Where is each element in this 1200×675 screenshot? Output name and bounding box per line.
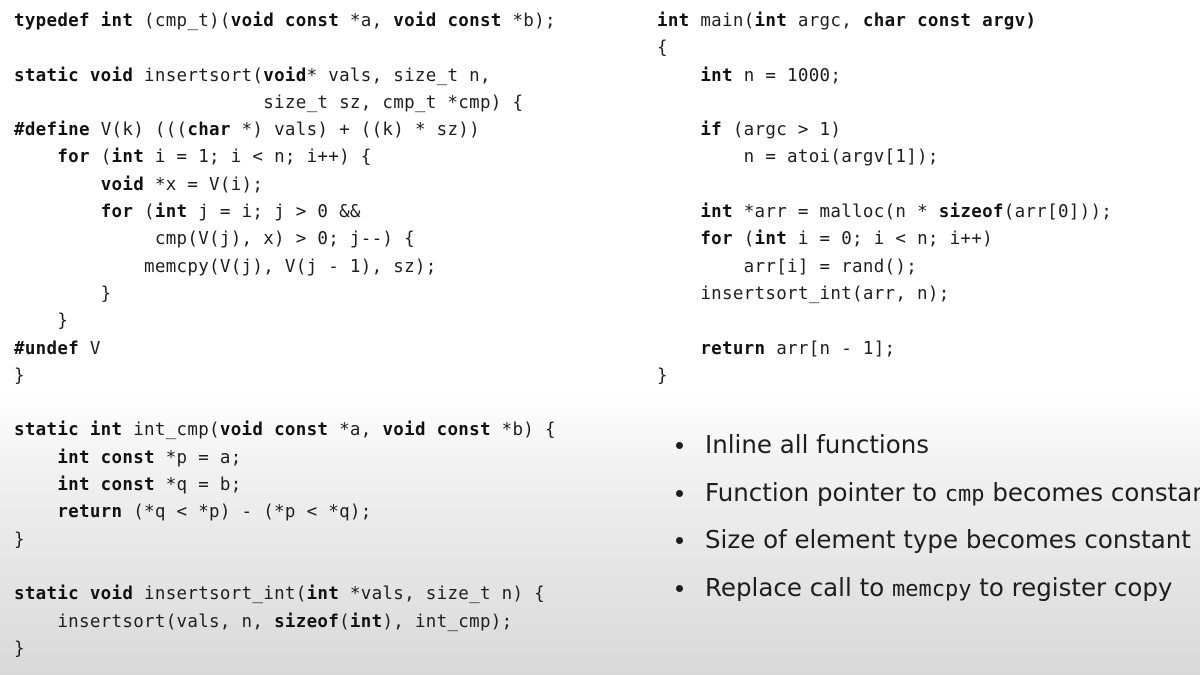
code-line: void *x = V(i);: [100, 174, 264, 195]
code-line: if (argc > 1): [700, 120, 842, 141]
code-line: int n = 1000;: [700, 65, 842, 86]
bullet-item: Function pointer to cmp becomes constant: [676, 469, 1200, 517]
code-line: return arr[n - 1];: [700, 338, 896, 359]
code-line: typedef int (cmp_t)(void const *a, void …: [14, 11, 556, 31]
code-line: static void insertsort(void* vals, size_…: [14, 65, 491, 86]
code-line: [657, 90, 1112, 117]
code-line: }: [14, 365, 25, 386]
code-line: n = atoi(argv[1]);: [657, 147, 939, 168]
code-line: int main(int argc, char const argv): [657, 11, 1037, 31]
code-line: #undef V: [14, 338, 101, 359]
code-line: cmp(V(j), x) > 0; j--) {: [14, 229, 415, 250]
code-line: for (int j = i; j > 0 &&: [100, 202, 361, 223]
code-line: [14, 554, 556, 581]
code-line: insertsort_int(arr, n);: [657, 283, 950, 304]
code-line: [14, 35, 556, 62]
code-line: for (int i = 0; i < n; i++): [700, 229, 993, 250]
code-line: int const *q = b;: [57, 475, 242, 496]
code-line: arr[i] = rand();: [657, 256, 918, 277]
bullet-item: Size of element type becomes constant: [676, 516, 1200, 564]
code-line: }: [14, 311, 69, 332]
code-line: }: [14, 638, 25, 659]
code-block-left: typedef int (cmp_t)(void const *a, void …: [14, 8, 556, 663]
code-line: static void insertsort_int(int *vals, si…: [14, 584, 545, 605]
code-line: int const *p = a;: [57, 447, 242, 468]
code-line: {: [657, 38, 668, 59]
code-line: [657, 172, 1112, 199]
code-line: }: [14, 283, 112, 304]
code-line: memcpy(V(j), V(j - 1), sz);: [14, 256, 437, 277]
code-line: [657, 308, 1112, 335]
code-block-right: int main(int argc, char const argv) { int…: [657, 8, 1112, 390]
code-line: for (int i = 1; i < n; i++) {: [57, 147, 372, 168]
code-line: insertsort(vals, n, sizeof(int), int_cmp…: [14, 611, 513, 632]
code-line: [14, 390, 556, 417]
code-line: #define V(k) (((char *) vals) + ((k) * s…: [14, 120, 480, 141]
bullet-item: Replace call to memcpy to register copy: [676, 564, 1200, 612]
code-line: static int int_cmp(void const *a, void c…: [14, 420, 556, 441]
bullet-item: Inline all functions: [676, 421, 1200, 469]
code-line: size_t sz, cmp_t *cmp) {: [14, 92, 524, 113]
code-line: return (*q < *p) - (*p < *q);: [57, 502, 372, 523]
code-line: int *arr = malloc(n * sizeof(arr[0]));: [700, 202, 1113, 223]
code-line: }: [14, 529, 25, 550]
code-line: }: [657, 365, 668, 386]
